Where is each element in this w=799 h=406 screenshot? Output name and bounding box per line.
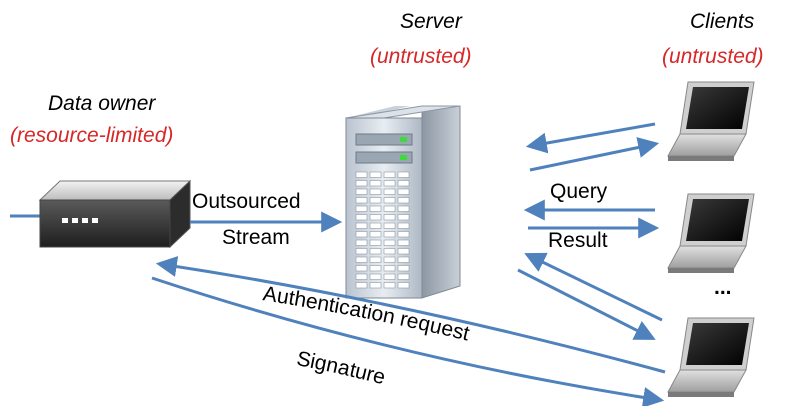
clients-ellipsis: ...: [714, 276, 732, 299]
server-tower-icon: [345, 105, 461, 299]
outsourced-label: Outsourced: [192, 190, 301, 213]
server-to-client1-arrow: [529, 137, 660, 172]
client3-to-server-arrow: [524, 252, 663, 322]
laptop-icon: [667, 81, 755, 161]
stream-label: Stream: [222, 226, 290, 249]
owner-subtitle: (resource-limited): [10, 124, 174, 147]
laptop-icon: [667, 317, 755, 397]
signature-label: Signature: [295, 347, 388, 389]
server-subtitle: (untrusted): [370, 45, 472, 68]
client1-to-server-arrow: [525, 122, 656, 154]
clients-title: Clients: [690, 10, 755, 33]
data-owner-device-icon: [10, 179, 192, 249]
server-title: Server: [400, 10, 462, 33]
server-to-client3-arrow: [517, 268, 656, 340]
signature-arrow: [151, 276, 665, 406]
owner-title: Data owner: [48, 92, 156, 115]
laptop-icon: [667, 193, 755, 273]
query-label: Query: [550, 180, 608, 203]
auth-request-arrow: [155, 256, 666, 374]
clients-subtitle: (untrusted): [662, 45, 764, 68]
result-label: Result: [548, 229, 608, 252]
